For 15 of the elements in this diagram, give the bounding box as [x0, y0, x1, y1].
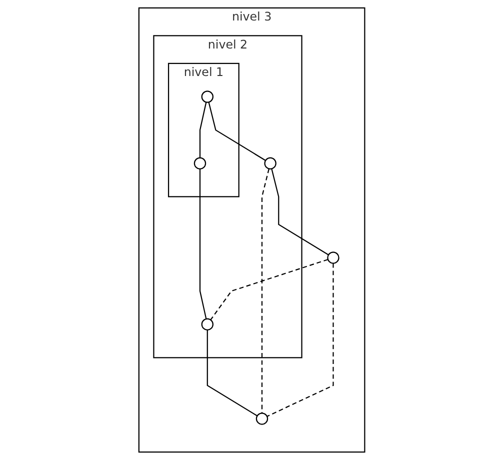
node-circle: [201, 318, 214, 330]
connector: [207, 330, 258, 416]
connector: [208, 102, 266, 161]
connector: [210, 258, 328, 320]
cluster: [168, 62, 240, 198]
connector: [200, 102, 207, 158]
node-circle: [201, 90, 214, 103]
node-circle: [194, 157, 206, 170]
connector: [271, 168, 329, 256]
connector: [200, 168, 207, 320]
cluster: [153, 35, 302, 358]
node-circle: [264, 157, 277, 170]
node-circle: [256, 412, 268, 425]
node-circle: [327, 252, 340, 264]
connector: [266, 263, 334, 417]
